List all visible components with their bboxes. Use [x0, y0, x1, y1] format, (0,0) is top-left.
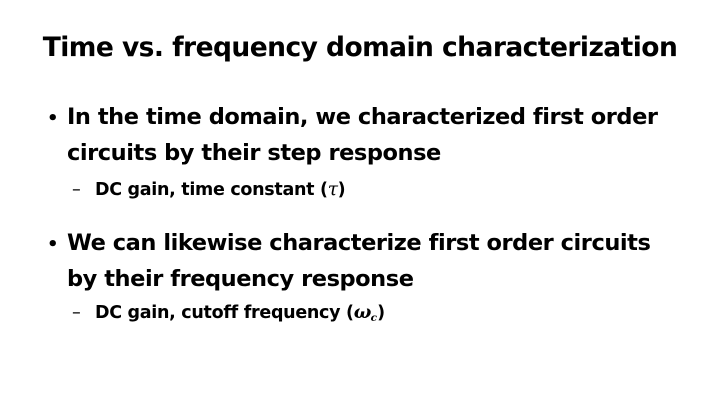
bullet-item-level2: –DC gain, cutoff frequency (ωc): [72, 300, 682, 328]
bullet-item-level1: • In the time domain, we characterized fi…: [47, 100, 687, 171]
bullet-item-level2: –DC gain, time constant (τ): [72, 177, 682, 203]
bullet-text-prefix: DC gain, cutoff frequency (: [95, 303, 354, 323]
bullet-text-suffix: ): [337, 180, 346, 200]
bullet-text-prefix: DC gain, time constant (: [95, 180, 328, 200]
omega-symbol: ω: [353, 302, 372, 323]
bullet-text: In the time domain, we characterized fir…: [67, 104, 658, 166]
bullet-marker-dot: •: [47, 234, 59, 255]
bullet-text: We can likewise characterize first order…: [67, 230, 651, 292]
bullet-text-suffix: ): [377, 303, 385, 323]
bullet-item-level1: • We can likewise characterize first orde…: [47, 226, 687, 297]
omega-subscript: c: [370, 312, 377, 324]
tau-symbol: τ: [327, 179, 338, 200]
bullet-marker-dash: –: [72, 303, 81, 323]
slide-title: Time vs. frequency domain characterizati…: [42, 32, 678, 63]
bullet-marker-dash: –: [72, 180, 81, 200]
bullet-marker-dot: •: [47, 108, 59, 129]
